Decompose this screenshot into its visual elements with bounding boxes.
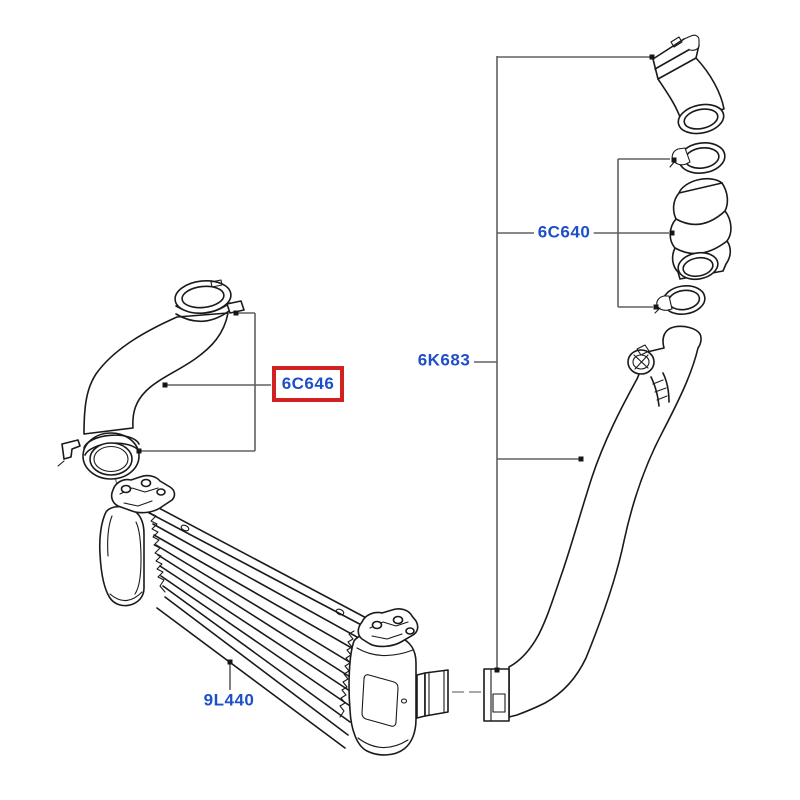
part-drawing-intercooler <box>98 474 449 756</box>
part-label-6C646[interactable]: 6C646 <box>272 366 344 402</box>
part-label-6C640[interactable]: 6C640 <box>534 222 594 243</box>
lower-tube-6k683 <box>508 325 702 718</box>
leader-connection-dots <box>136 54 677 673</box>
part-drawing-hose-6c646 <box>57 279 245 480</box>
part-number-text: 9L440 <box>203 690 255 710</box>
part-number-text: 6C646 <box>281 373 335 393</box>
hose-clamp-upper <box>669 142 726 174</box>
part-label-6K683[interactable]: 6K683 <box>414 350 474 371</box>
part-number-text: 6C640 <box>537 222 591 242</box>
part-number-text: 6K683 <box>417 350 471 370</box>
part-drawing-tube-assembly <box>483 34 732 722</box>
leader-lines <box>111 56 670 693</box>
sleeve-hose-6c640 <box>669 177 732 281</box>
part-label-9L440[interactable]: 9L440 <box>200 690 258 711</box>
hose-clamp-lower <box>654 285 706 315</box>
end-flange-connector <box>483 668 510 722</box>
upper-elbow-hose <box>652 34 725 135</box>
